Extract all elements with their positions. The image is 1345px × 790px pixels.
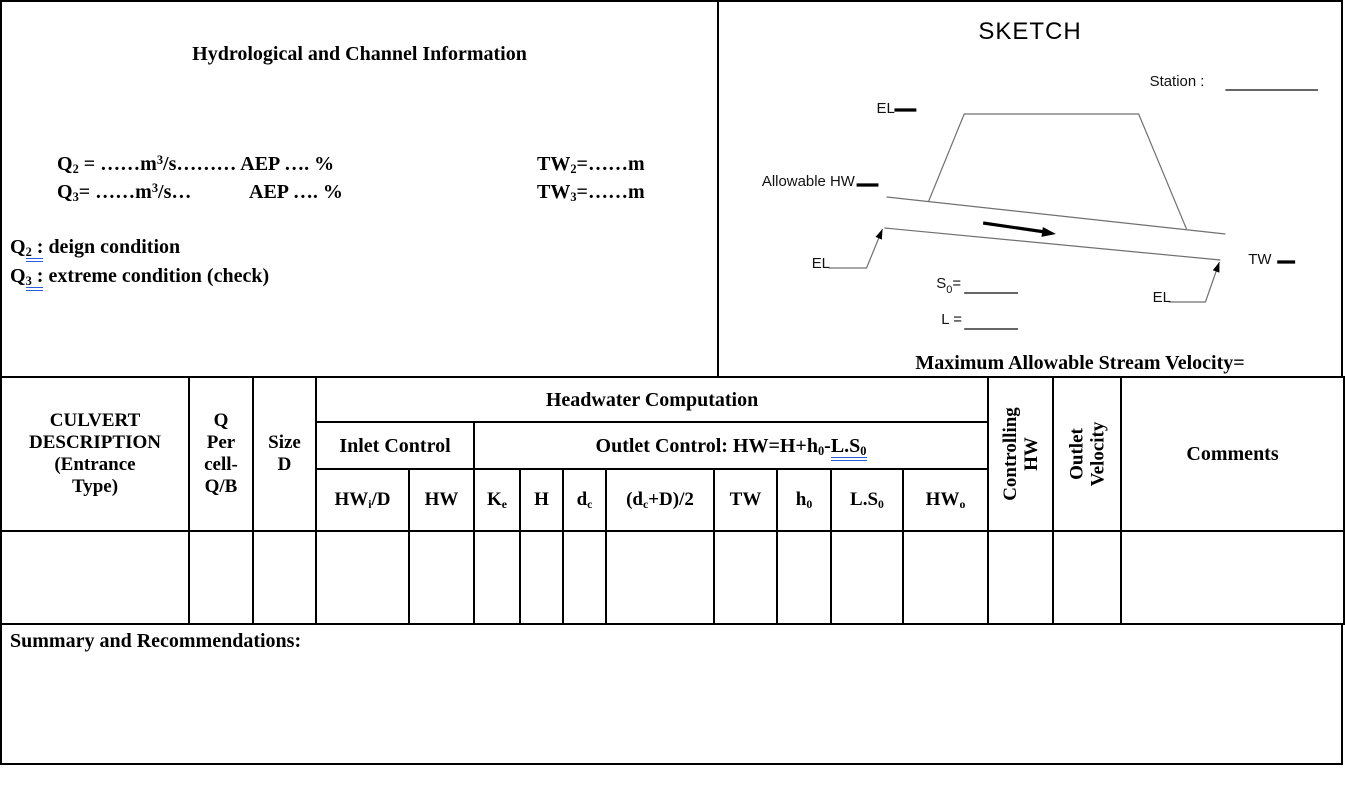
culvert-sketch: Station : EL Allowable HW EL S0= L = TW … xyxy=(762,73,1319,330)
el-outlet-label: EL xyxy=(1153,289,1171,306)
flow-arrow-head xyxy=(1041,227,1056,237)
hydrology-panel: Hydrological and Channel Information Q2 … xyxy=(2,2,719,376)
q2-equation: Q2 = ……m3/s……… AEP …. % xyxy=(57,153,335,177)
data-cell xyxy=(408,530,475,625)
header-comments: Comments xyxy=(1120,376,1345,532)
data-cell xyxy=(776,530,832,625)
empty-data-row xyxy=(0,530,1345,625)
q3-equation: Q3= ……m3/s… xyxy=(57,181,192,205)
max-velocity-label: Maximum Allowable Stream Velocity= xyxy=(915,352,1245,374)
header-headwater-computation: Headwater Computation xyxy=(314,376,990,423)
sketch-title: SKETCH xyxy=(978,18,1082,45)
data-cell xyxy=(252,530,317,625)
data-cell xyxy=(987,530,1055,625)
tw2-equation: TW2=……m xyxy=(537,153,645,177)
hydrology-title: Hydrological and Channel Information xyxy=(192,43,527,65)
summary-label: Summary and Recommendations: xyxy=(10,630,302,652)
header-dc: dc xyxy=(562,468,607,532)
data-cell xyxy=(315,530,410,625)
culvert-bottom-line xyxy=(884,227,1221,261)
data-cell xyxy=(188,530,254,625)
note-q3: Q3 : extreme condition (check) xyxy=(10,262,269,291)
data-cell xyxy=(830,530,904,625)
q3-aep: AEP …. % xyxy=(249,181,343,203)
grammar-underline: 2 : xyxy=(25,236,44,262)
header-dc-plus-d: (dc+D)/2 xyxy=(605,468,715,532)
summary-section: Summary and Recommendations: xyxy=(0,625,1343,765)
data-cell xyxy=(562,530,607,625)
sketch-panel: Station : EL Allowable HW EL S0= L = TW … xyxy=(719,2,1341,376)
equation-row-q2: Q2 = ……m3/s……… AEP …. % TW2=……m xyxy=(57,150,645,178)
top-section: Hydrological and Channel Information Q2 … xyxy=(0,0,1343,376)
embankment-outline xyxy=(927,113,1188,230)
inlet-arrow-head xyxy=(875,229,883,240)
culvert-top-line xyxy=(886,196,1226,235)
header-hwo: HWo xyxy=(901,468,990,532)
header-h0: h0 xyxy=(776,468,832,532)
data-cell xyxy=(519,530,564,625)
data-cell xyxy=(1052,530,1123,625)
header-hwi-d: HWi/D xyxy=(315,468,410,532)
tw-label: TW xyxy=(1248,251,1272,268)
data-cell xyxy=(0,530,190,625)
data-cell xyxy=(901,530,990,625)
data-cell xyxy=(713,530,778,625)
discharge-equations: Q2 = ……m3/s……… AEP …. % TW2=……m Q3= ……m3… xyxy=(57,150,645,206)
header-ls0: L.S0 xyxy=(830,468,904,532)
s0-label: S0= xyxy=(936,275,961,296)
header-ke: Ke xyxy=(473,468,521,532)
grammar-underline: 3 : xyxy=(25,264,44,291)
flow-arrow-shaft xyxy=(982,221,1046,234)
culvert-design-form: Hydrological and Channel Information Q2 … xyxy=(0,0,1345,765)
condition-notes: Q2 : deign condition Q3 : extreme condit… xyxy=(10,233,269,291)
el-inlet-label: EL xyxy=(812,255,830,272)
tw3-equation: TW3=……m xyxy=(537,181,645,205)
data-cell xyxy=(473,530,521,625)
equation-row-q3: Q3= ……m3/s… AEP …. % TW3=……m xyxy=(57,178,645,206)
allowable-hw-label: Allowable HW xyxy=(762,173,856,190)
data-cell xyxy=(1120,530,1345,625)
outlet-arrow-head xyxy=(1212,262,1220,273)
header-tw: TW xyxy=(713,468,778,532)
l-label: L = xyxy=(941,311,962,328)
el-top-label: EL xyxy=(876,100,894,117)
header-inlet-control: Inlet Control xyxy=(315,421,475,470)
data-cell xyxy=(605,530,715,625)
inlet-el-pointer xyxy=(828,228,884,269)
station-label: Station : xyxy=(1150,73,1205,90)
header-outlet-control: Outlet Control: HW=H+h0-L.S0 xyxy=(472,421,990,470)
note-q2: Q2 : deign condition xyxy=(10,233,269,262)
header-h: H xyxy=(519,468,564,532)
header-hw: HW xyxy=(408,468,475,532)
outlet-el-pointer xyxy=(1168,261,1220,303)
grammar-underline: L.S0 xyxy=(830,434,867,461)
